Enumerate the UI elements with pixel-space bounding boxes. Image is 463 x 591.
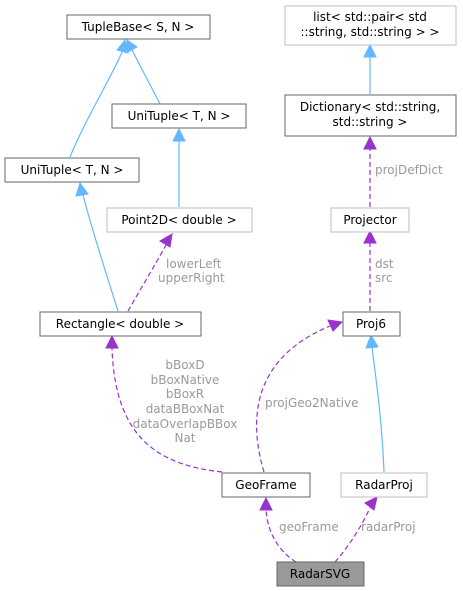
edge-unituple-a-to-tuplebase: [69, 49, 124, 158]
node-radarsvg: RadarSVG: [276, 561, 365, 587]
node-point2d: Point2D< double >: [106, 207, 253, 233]
node-label: Rectangle< double >: [56, 317, 184, 331]
edge-geoframe-to-proj6: [256, 325, 331, 473]
edge-label-bboxnative: bBoxNative: [151, 373, 220, 387]
node-radarproj: RadarProj: [340, 472, 428, 498]
edge-label-geoframe: geoFrame: [279, 520, 339, 534]
node-dictionary[interactable]: Dictionary< std::string, std::string >: [284, 94, 457, 137]
node-list-pair: list< std::pair< std ::string, std::stri…: [284, 5, 457, 46]
node-geoframe[interactable]: GeoFrame: [221, 472, 311, 498]
edge-label-dataoverlapbbox: dataOverlapBBox: [133, 417, 238, 431]
edge-label-upperright: upperRight: [158, 271, 225, 285]
node-unituple-b[interactable]: UniTuple< T, N >: [111, 103, 247, 129]
edge-label-lowerleft: lowerLeft: [166, 257, 222, 271]
edge-label-nat: Nat: [174, 431, 195, 445]
node-label: TupleBase< S, N >: [81, 20, 195, 34]
edge-unituple-b-to-tuplebase: [131, 49, 161, 105]
edge-label-dst: dst: [375, 257, 394, 271]
edge-label-radarproj: radarProj: [361, 520, 416, 534]
node-rectangle[interactable]: Rectangle< double >: [39, 311, 202, 337]
arrow-head: [363, 229, 377, 244]
node-label-line1: Dictionary< std::string,: [300, 100, 440, 114]
node-unituple-a[interactable]: UniTuple< T, N >: [4, 157, 140, 183]
node-label: Projector: [343, 213, 396, 227]
node-label: GeoFrame: [235, 478, 296, 492]
edge-label-src: src: [375, 271, 393, 285]
node-label: RadarSVG: [290, 567, 350, 581]
arrow-head: [364, 496, 378, 511]
node-label-line2: ::string, std::string > >: [300, 25, 439, 39]
node-label-line2: std::string >: [333, 115, 408, 129]
node-label-line1: list< std::pair< std: [313, 10, 427, 24]
node-label: RadarProj: [355, 478, 413, 492]
edge-geoframe-to-rectangle: [111, 347, 223, 473]
arrow-head: [365, 333, 379, 349]
node-label: Proj6: [356, 317, 386, 331]
arrow-head: [259, 496, 273, 511]
node-tuplebase[interactable]: TupleBase< S, N >: [66, 14, 211, 40]
edge-label-bboxr: bBoxR: [166, 387, 204, 401]
arrow-head: [363, 43, 377, 58]
arrow-head: [75, 181, 89, 197]
arrow-head: [159, 233, 173, 248]
arrow-head: [172, 127, 186, 142]
arrow-head: [363, 135, 377, 150]
node-label: UniTuple< T, N >: [21, 163, 124, 177]
edge-radarsvg-to-geoframe: [265, 509, 297, 563]
edge-rectangle-to-unituple-a: [82, 194, 119, 312]
arrow-head: [105, 334, 119, 349]
node-label: Point2D< double >: [121, 213, 236, 227]
edge-label-databboxnat: dataBBoxNat: [146, 402, 225, 416]
edge-label-projdefdict: projDefDict: [375, 163, 443, 177]
edge-label-bboxd: bBoxD: [165, 358, 204, 372]
node-projector: Projector: [330, 207, 410, 233]
node-proj6[interactable]: Proj6: [342, 311, 401, 337]
arrow-head: [327, 319, 344, 332]
edge-radarsvg-to-radarproj: [334, 507, 371, 563]
edge-radarproj-to-proj6: [371, 346, 385, 473]
arrow-head: [116, 38, 129, 54]
edge-label-projgeo2native: projGeo2Native: [265, 396, 358, 410]
node-label: UniTuple< T, N >: [128, 109, 231, 123]
